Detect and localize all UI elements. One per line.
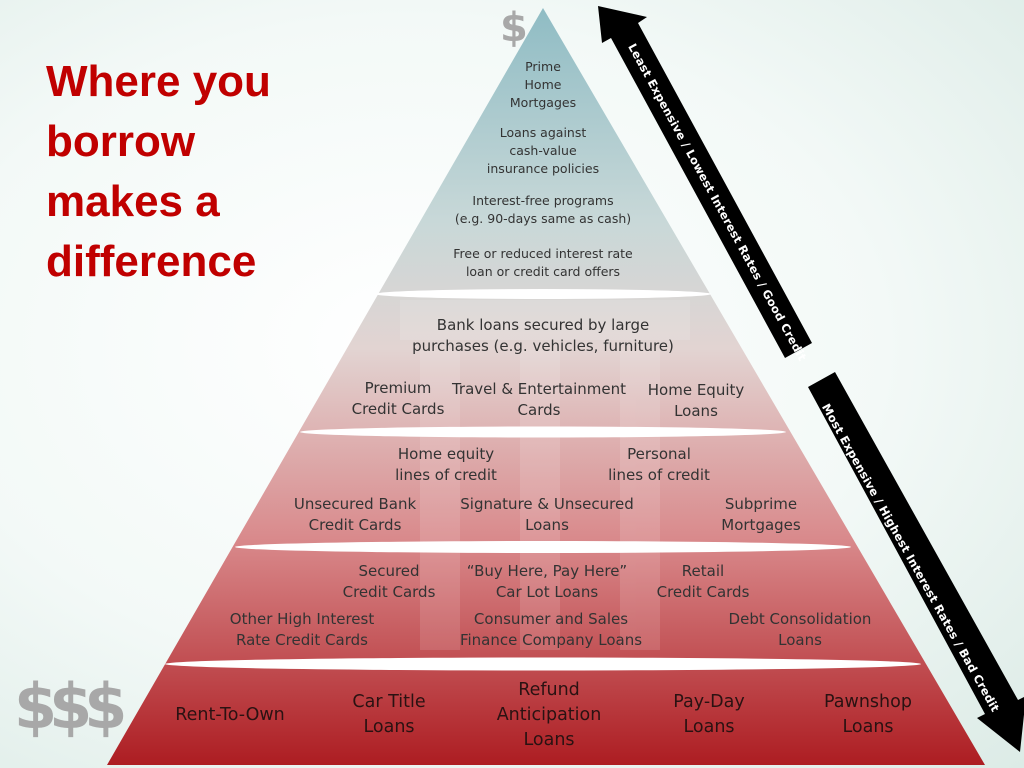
label-buy-here-pay-here: “Buy Here, Pay Here”Car Lot Loans	[466, 562, 628, 601]
tier-divider-2	[300, 426, 786, 438]
dollar-icon: $	[500, 5, 528, 51]
arrow-down-most-expensive	[808, 372, 1024, 752]
arrow-up-least-expensive	[598, 6, 812, 358]
title-line: borrow	[46, 117, 196, 166]
label-rent-to-own: Rent-To-Own	[175, 705, 285, 725]
title-line: makes a	[46, 177, 220, 226]
triple-dollar-icon: $$$	[14, 670, 127, 743]
building-watermark	[400, 300, 690, 650]
page-title: Where you borrow makes a difference	[46, 52, 366, 292]
pyramid-body	[107, 8, 985, 765]
title-line: difference	[46, 237, 257, 286]
tier-divider-3	[235, 541, 851, 553]
label-interest-free-programs: Interest-free programs(e.g. 90-days same…	[454, 193, 632, 226]
tier-divider-4	[165, 657, 921, 671]
tier-divider-1	[375, 289, 711, 299]
title-line: Where you	[46, 57, 271, 106]
